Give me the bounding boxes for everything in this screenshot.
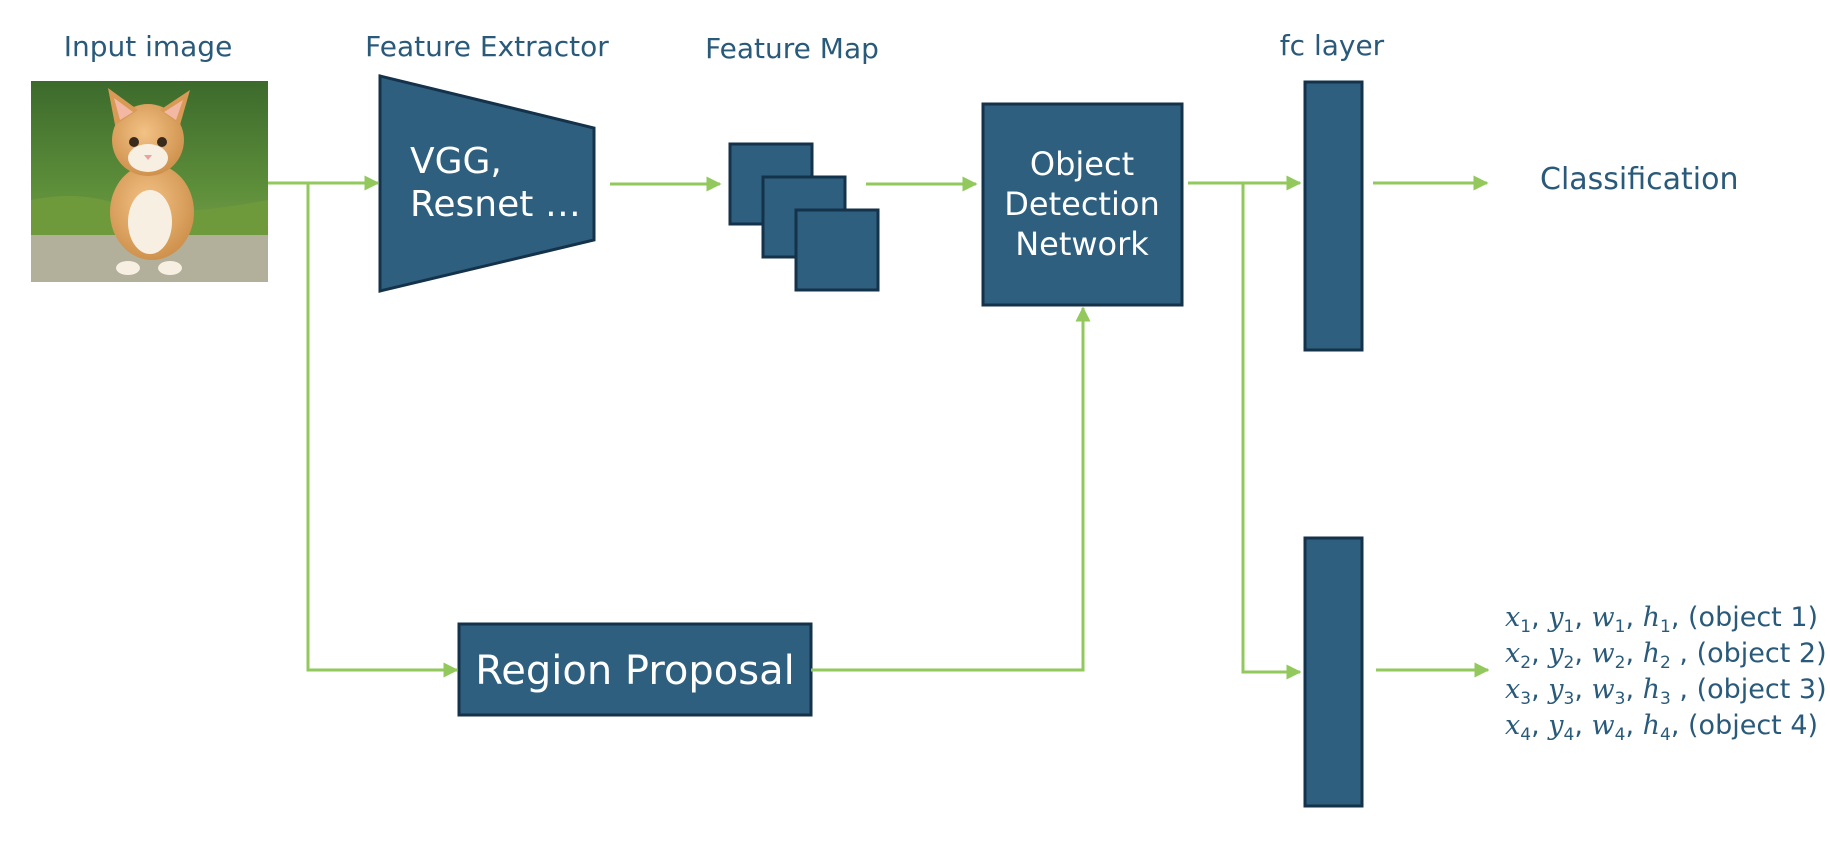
feature-map-label: Feature Map [705, 32, 879, 65]
extractor-line2: Resnet … [410, 184, 581, 225]
bbox-output-object: (object 2) [1697, 638, 1827, 669]
input-image-label: Input image [64, 30, 233, 63]
fc-layer-bottom [1303, 536, 1364, 808]
fc-layer-label: fc layer [1280, 29, 1385, 62]
bbox-output-line: x3, y3, w3, h3 , (object 3) [1505, 674, 1827, 709]
bbox-output-line: x2, y2, w2, h2 , (object 2) [1505, 638, 1827, 673]
arrow-input-to-region-proposal [306, 183, 459, 678]
bbox-output-object: (object 3) [1697, 674, 1827, 705]
bbox-output-line: x1, y1, w1, h1, (object 1) [1505, 602, 1818, 637]
input-image [31, 81, 268, 282]
fc-layer-top [1303, 80, 1364, 352]
classification-label: Classification [1540, 162, 1739, 197]
kitten-icon [108, 88, 194, 275]
bbox-output-object: (object 1) [1688, 602, 1818, 633]
odn-line2: Detection [1004, 185, 1159, 223]
region-proposal-label: Region Proposal [475, 648, 794, 694]
object-detection-network [981, 102, 1184, 307]
feature-extractor-block [378, 74, 596, 293]
extractor-line1: VGG, [410, 141, 502, 182]
region-proposal-block [457, 622, 813, 717]
odn-line3: Network [1015, 225, 1149, 263]
arrow-region-proposal-to-odn [811, 306, 1091, 672]
feature-extractor-label: Feature Extractor [365, 30, 609, 63]
arrow-odn-to-fc-bottom [1241, 183, 1302, 680]
feature-map-layer [794, 208, 880, 292]
bbox-output-object: (object 4) [1688, 710, 1818, 741]
bbox-output-line: x4, y4, w4, h4, (object 4) [1505, 710, 1818, 745]
odn-line1: Object [1030, 145, 1134, 183]
connectors [268, 175, 1490, 680]
bbox-outputs: x1, y1, w1, h1, (object 1)x2, y2, w2, h2… [1505, 602, 1827, 745]
feature-map-stack [728, 142, 880, 292]
